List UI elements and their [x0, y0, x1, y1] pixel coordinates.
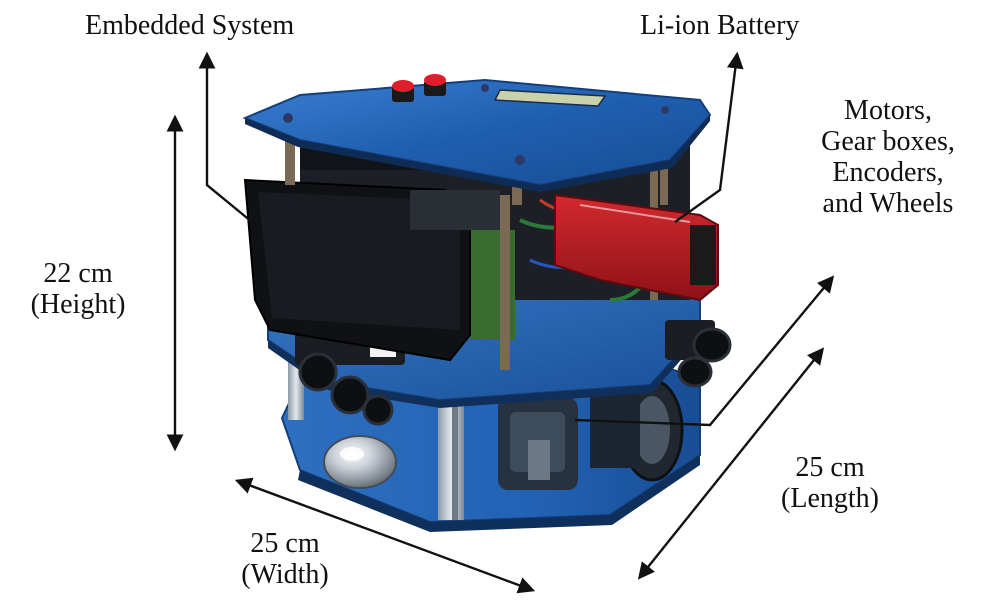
- robot: [242, 74, 732, 532]
- label-motors: Motors, Gear boxes, Encoders, and Wheels: [821, 95, 955, 219]
- label-length: 25 cm (Length): [781, 452, 879, 514]
- width-arrow: [234, 477, 536, 594]
- red-buttons: [392, 74, 446, 102]
- caster-ball: [323, 435, 397, 489]
- label-height: 22 cm (Height): [30, 258, 126, 320]
- label-width: 25 cm (Width): [241, 528, 329, 590]
- annotations: [166, 51, 835, 594]
- label-embedded-system: Embedded System: [85, 10, 295, 41]
- label-li-ion-battery: Li-ion Battery: [640, 10, 800, 41]
- embedded-leader: [198, 51, 253, 223]
- length-arrow: [637, 347, 825, 580]
- battery-leader: [674, 51, 744, 223]
- lcd-window: [493, 89, 607, 107]
